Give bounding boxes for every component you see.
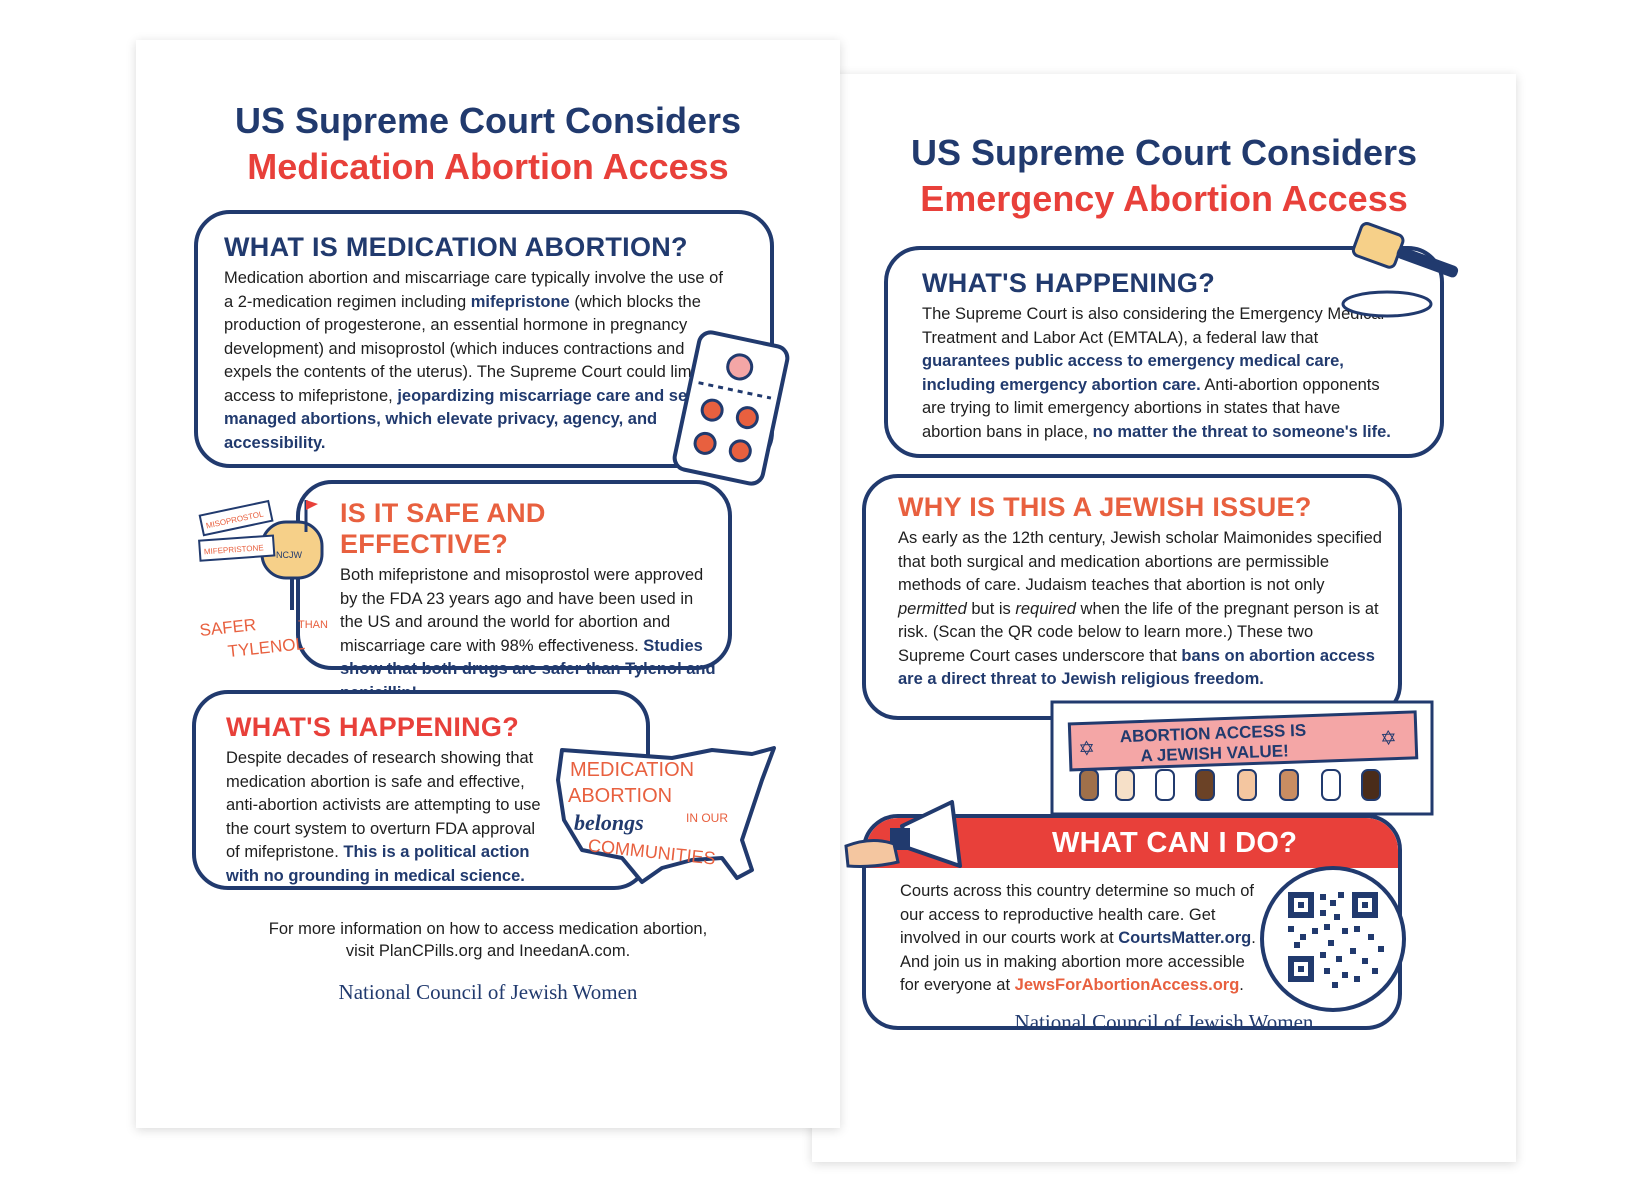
flyer-emergency-abortion: US Supreme Court Considers Emergency Abo… (812, 74, 1516, 1162)
mailbox-label: NCJW (276, 550, 302, 560)
section-jewish-issue: WHY IS THIS A JEWISH ISSUE? As early as … (862, 474, 1402, 720)
protest-banner-icon: ABORTION ACCESS IS A JEWISH VALUE! ✡ ✡ (1050, 700, 1434, 816)
title-line-2: Medication Abortion Access (247, 146, 729, 187)
than-label: THAN (298, 619, 328, 631)
us-map-icon: MEDICATION ABORTION belongs IN OUR COMMU… (556, 746, 776, 884)
section-body: As early as the 12th century, Jewish sch… (898, 529, 1382, 688)
org-name: National Council of Jewish Women (338, 980, 638, 1004)
title-line-1: US Supreme Court Considers (910, 132, 1418, 173)
flyer-title: US Supreme Court Considers Emergency Abo… (812, 130, 1516, 222)
pill-pack-icon (672, 330, 790, 486)
pill-label: MIFEPRISTONE (204, 543, 264, 556)
section-heading: WHAT CAN I DO? (1052, 827, 1298, 859)
map-text: belongs (574, 810, 644, 835)
footer-line: visit PlanCPills.org and IneedanA.com. (345, 942, 631, 960)
map-text: IN OUR (686, 811, 728, 825)
footer-line: For more information on how to access me… (268, 920, 708, 938)
qr-code-icon[interactable] (1258, 864, 1408, 1014)
safer-label: SAFER (199, 615, 257, 640)
footer-info: For more information on how to access me… (136, 918, 840, 962)
tylenol-label: TYLENOL (227, 634, 306, 661)
flyer-medication-abortion: US Supreme Court Considers Medication Ab… (136, 40, 840, 1128)
section-body: Courts across this country determine so … (900, 882, 1256, 994)
section-whats-happening: WHAT'S HAPPENING? The Supreme Court is a… (884, 246, 1444, 458)
megaphone-icon (844, 800, 962, 868)
map-text: MEDICATION (570, 759, 694, 781)
org-name: National Council of Jewish Women (1014, 1010, 1314, 1034)
title-line-1: US Supreme Court Considers (234, 100, 742, 141)
star-of-david-icon: ✡ (1380, 726, 1398, 751)
section-what-is-medication-abortion: WHAT IS MEDICATION ABORTION? Medication … (194, 210, 774, 468)
courts-matter-link[interactable]: CourtsMatter.org (1118, 929, 1252, 947)
star-of-david-icon: ✡ (1078, 736, 1096, 761)
section-heading: WHY IS THIS A JEWISH ISSUE? (898, 492, 1312, 522)
section-heading: WHAT'S HAPPENING? (226, 712, 520, 742)
mailbox-icon: MISOPROSTOL MIFEPRISTONE NCJW SAFER THAN… (198, 499, 328, 661)
section-body: Medication abortion and miscarriage care… (224, 269, 723, 452)
jews-for-abortion-access-link[interactable]: JewsForAbortionAccess.org (1014, 976, 1240, 994)
title-line-2: Emergency Abortion Access (920, 178, 1408, 219)
section-heading: WHAT'S HAPPENING? (922, 268, 1216, 298)
section-body: Despite decades of research showing that… (226, 749, 541, 885)
section-safe-and-effective: IS IT SAFE AND EFFECTIVE? Both mifeprist… (296, 480, 732, 702)
gavel-icon (1341, 222, 1459, 318)
flyer-title: US Supreme Court Considers Medication Ab… (136, 98, 840, 190)
section-heading: WHAT IS MEDICATION ABORTION? (224, 232, 688, 262)
section-body: Both mifepristone and misoprostol were a… (340, 566, 716, 702)
section-body: The Supreme Court is also considering th… (922, 305, 1391, 441)
map-text: ABORTION (568, 785, 672, 807)
section-heading: IS IT SAFE AND EFFECTIVE? (340, 498, 546, 559)
